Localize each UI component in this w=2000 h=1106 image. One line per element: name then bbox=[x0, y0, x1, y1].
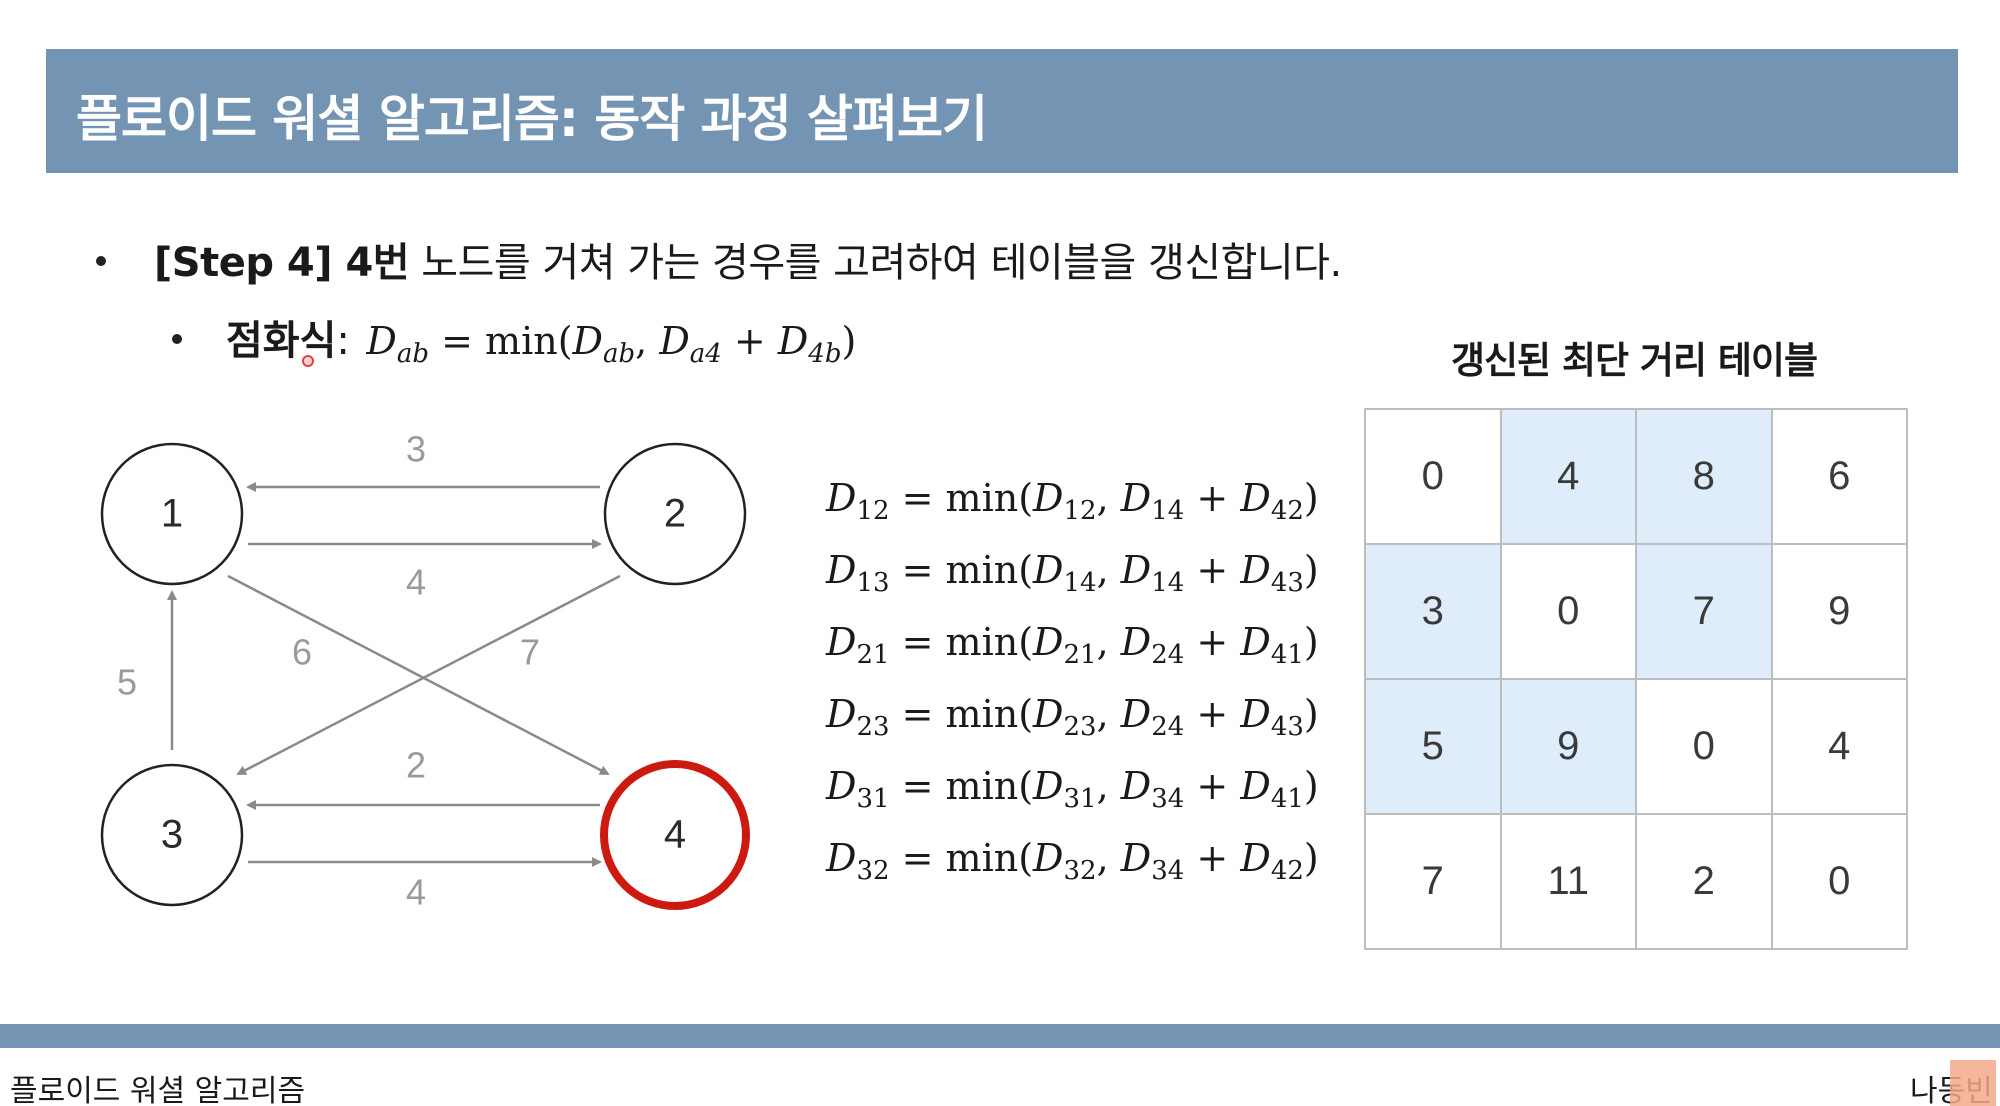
table-cell: 0 bbox=[1770, 813, 1908, 950]
table-cell: 9 bbox=[1499, 678, 1637, 815]
step-bullet: [Step 4] 4번 노드를 거쳐 가는 경우를 고려하여 테이블을 갱신합니… bbox=[96, 230, 1342, 288]
table-cell: 11 bbox=[1499, 813, 1637, 950]
recurrence-bullet: 점화식: Dab = min(Dab, Da4 + D4b) bbox=[172, 308, 856, 369]
edge-weight-4-3: 2 bbox=[406, 745, 426, 786]
update-equations: D12 = min(D12, D14 + D42) D13 = min(D14, … bbox=[826, 468, 1319, 900]
node-1 bbox=[100, 442, 244, 586]
table-title: 갱신된 최단 거리 테이블 bbox=[1450, 339, 1818, 382]
table-cell: 4 bbox=[1499, 408, 1637, 545]
table-cell: 3 bbox=[1364, 543, 1502, 680]
table-cell: 7 bbox=[1635, 543, 1773, 680]
edge-weight-2-1: 3 bbox=[406, 429, 426, 470]
edge-1-to-4 bbox=[227, 574, 610, 776]
node-3 bbox=[100, 763, 244, 907]
table-cell: 8 bbox=[1635, 408, 1773, 545]
recurrence-label: 점화식 bbox=[226, 318, 337, 364]
equation-32: D32 = min(D32, D34 + D42) bbox=[826, 836, 1319, 886]
table-cell: 7 bbox=[1364, 813, 1502, 950]
bullet-dot bbox=[172, 334, 182, 344]
step-label: [Step 4] 4번 bbox=[154, 240, 410, 286]
node-label-2: 2 bbox=[664, 492, 686, 536]
edge-weight-3-4: 4 bbox=[406, 872, 426, 913]
title-bar: 플로이드 워셜 알고리즘: 동작 과정 살펴보기 bbox=[46, 49, 1958, 173]
node-label-1: 1 bbox=[161, 492, 183, 536]
bullet-dot bbox=[96, 256, 106, 266]
node-label-3: 3 bbox=[161, 813, 183, 857]
recurrence-formula: Dab = min(Dab, Da4 + D4b) bbox=[366, 319, 857, 369]
equation-13: D13 = min(D14, D14 + D43) bbox=[826, 548, 1319, 598]
channel-logo bbox=[1950, 1060, 1996, 1106]
equation-21: D21 = min(D21, D24 + D41) bbox=[826, 620, 1319, 670]
recurrence-colon: : bbox=[336, 318, 350, 364]
equation-12: D12 = min(D12, D14 + D42) bbox=[826, 476, 1319, 526]
footer-bar bbox=[0, 1024, 2000, 1048]
table-cell: 4 bbox=[1770, 678, 1908, 815]
footer-title: 플로이드 워셜 알고리즘 bbox=[10, 1074, 306, 1106]
edge-weight-2-3: 7 bbox=[520, 632, 540, 673]
table-cell: 6 bbox=[1770, 408, 1908, 545]
edge-2-to-3 bbox=[236, 574, 621, 776]
equation-31: D31 = min(D31, D34 + D41) bbox=[826, 764, 1319, 814]
edge-weight-1-4: 6 bbox=[292, 632, 312, 673]
node-2 bbox=[603, 442, 747, 586]
edge-weight-1-2: 4 bbox=[406, 562, 426, 603]
step-description: 노드를 거쳐 가는 경우를 고려하여 테이블을 갱신합니다. bbox=[409, 240, 1342, 286]
table-cell: 2 bbox=[1635, 813, 1773, 950]
edge-weight-3-1: 5 bbox=[117, 662, 137, 703]
table-cell: 5 bbox=[1364, 678, 1502, 815]
node-label-4: 4 bbox=[664, 813, 686, 857]
table-cell: 0 bbox=[1499, 543, 1637, 680]
table-cell: 9 bbox=[1770, 543, 1908, 680]
table-cell: 0 bbox=[1364, 408, 1502, 545]
table-cell: 0 bbox=[1635, 678, 1773, 815]
page-title: 플로이드 워셜 알고리즘: 동작 과정 살펴보기 bbox=[76, 90, 988, 148]
cursor-pointer bbox=[302, 355, 314, 367]
node-4 bbox=[600, 760, 750, 910]
equation-23: D23 = min(D23, D24 + D43) bbox=[826, 692, 1319, 742]
